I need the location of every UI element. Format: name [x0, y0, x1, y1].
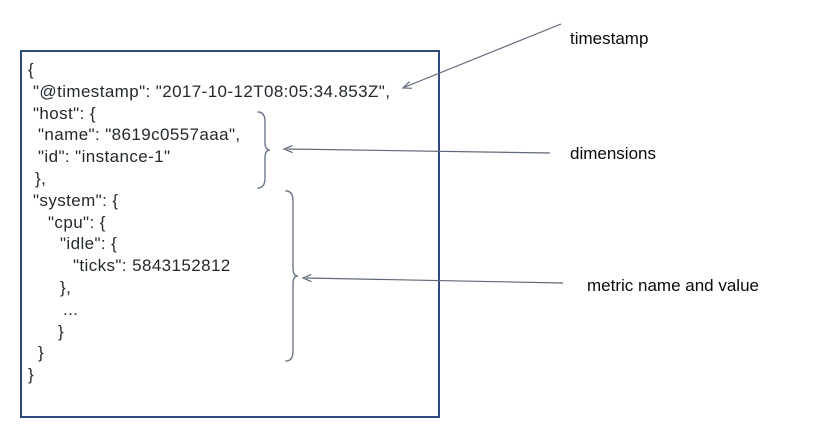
code-line: {	[28, 60, 35, 79]
code-line-ticks: "ticks": 5843152812	[73, 256, 231, 276]
timestamp-label: timestamp	[570, 29, 649, 48]
code-line: }	[38, 343, 45, 363]
code-line-idle: "idle": {	[60, 234, 118, 254]
code-line-host: "host": {	[33, 103, 96, 123]
curly-brace-icon	[285, 190, 299, 362]
code-line: }	[58, 321, 65, 341]
code-line-host-id: "id": "instance-1"	[38, 147, 171, 167]
code-line-ellipsis: ...	[63, 299, 79, 319]
code-line: },	[35, 168, 47, 188]
json-code-block: { "@timestamp": "2017-10-12T08:05:34.853…	[22, 59, 438, 386]
code-line-cpu: "cpu": {	[48, 212, 106, 232]
curly-brace-icon	[257, 111, 271, 189]
dimensions-label: dimensions	[570, 144, 656, 163]
metric-name-and-value-label: metric name and value	[587, 276, 759, 295]
code-line: }	[28, 365, 35, 385]
json-document-box: { "@timestamp": "2017-10-12T08:05:34.853…	[20, 50, 440, 418]
code-line-timestamp: "@timestamp": "2017-10-12T08:05:34.853Z"…	[33, 81, 391, 101]
code-line-host-name: "name": "8619c0557aaa",	[38, 125, 241, 145]
code-line-system: "system": {	[33, 190, 119, 210]
code-line: },	[60, 277, 72, 297]
